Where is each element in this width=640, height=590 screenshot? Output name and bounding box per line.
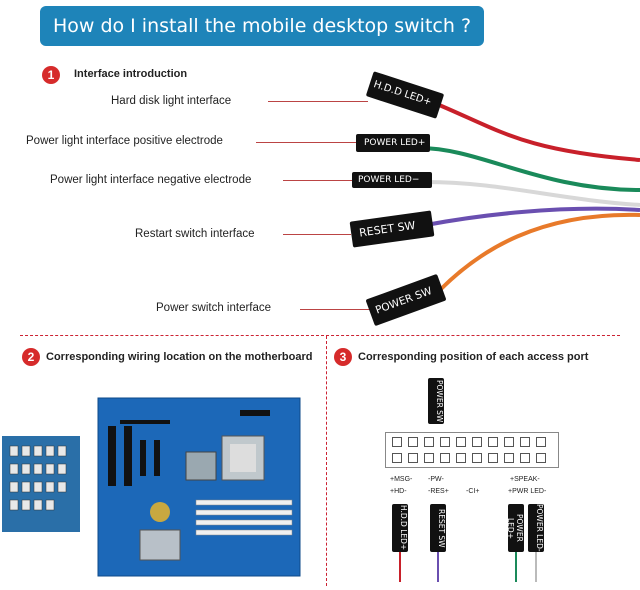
pin-label-speak: +SPEAK- — [510, 476, 540, 483]
section-3-heading: Corresponding position of each access po… — [358, 351, 589, 363]
port-wire-stubs — [399, 552, 537, 582]
section-2-heading: Corresponding wiring location on the mot… — [46, 351, 313, 363]
pin — [504, 453, 514, 463]
wire-purple — [425, 206, 640, 227]
separator-vertical — [326, 336, 327, 586]
wire-orange — [438, 212, 640, 292]
wire-red — [431, 100, 640, 162]
wires-illustration — [419, 100, 640, 292]
pin-header-grid — [385, 432, 559, 468]
label-pled-pos: Power light interface positive electrode — [26, 135, 223, 147]
pin-label-pwr-led: +PWR LED- — [508, 488, 547, 495]
pin — [536, 437, 546, 447]
pin — [456, 437, 466, 447]
pin — [440, 453, 450, 463]
pin — [520, 437, 530, 447]
pin — [392, 437, 402, 447]
pin-label-pw: -PW- — [428, 476, 444, 483]
label-reset: Restart switch interface — [135, 228, 255, 240]
pin — [440, 437, 450, 447]
port-connector-hdd-led: H.D.D LED+ — [392, 504, 408, 552]
pin — [536, 453, 546, 463]
wire-white — [425, 180, 640, 207]
pin — [472, 453, 482, 463]
leader-power — [300, 309, 376, 310]
pin-label-hd: +HD- — [390, 488, 407, 495]
pin — [408, 453, 418, 463]
pin — [456, 453, 466, 463]
port-connector-power-led-pos: POWER LED+ — [506, 504, 524, 552]
leader-reset — [283, 234, 351, 235]
section-1-heading: Interface introduction — [74, 68, 188, 80]
pin — [392, 453, 402, 463]
leader-pled-pos — [256, 142, 356, 143]
pin — [424, 437, 434, 447]
label-pled-neg: Power light interface negative electrode — [50, 174, 252, 186]
pin — [488, 453, 498, 463]
pin — [472, 437, 482, 447]
section-1-number: 1 — [42, 66, 60, 84]
motherboard-image — [2, 397, 301, 577]
port-connector-power-sw: POWER SW — [428, 378, 444, 424]
pin-label-res: -RES+ — [428, 488, 449, 495]
title-banner: How do I install the mobile desktop swit… — [40, 6, 484, 46]
label-hdd: Hard disk light interface — [111, 95, 232, 107]
leader-pled-neg — [283, 180, 353, 181]
label-power: Power switch interface — [156, 302, 272, 314]
pin-label-msg: +MSG- — [390, 476, 413, 483]
pin-label-ci: -CI+ — [466, 488, 480, 495]
connector-pled-pos: POWER LED+ — [356, 134, 430, 152]
leader-hdd — [268, 101, 368, 102]
port-connector-power-led-neg: POWER LED- — [528, 504, 544, 552]
pin — [408, 437, 418, 447]
separator-horizontal — [20, 335, 620, 336]
port-connector-reset-sw: RESET SW — [430, 504, 446, 552]
section-3-number: 3 — [334, 348, 352, 366]
section-2-number: 2 — [22, 348, 40, 366]
wire-green — [419, 146, 640, 192]
pin — [504, 437, 514, 447]
connector-pled-neg: POWER LED− — [352, 172, 432, 188]
pin — [488, 437, 498, 447]
pin — [424, 453, 434, 463]
pin — [520, 453, 530, 463]
